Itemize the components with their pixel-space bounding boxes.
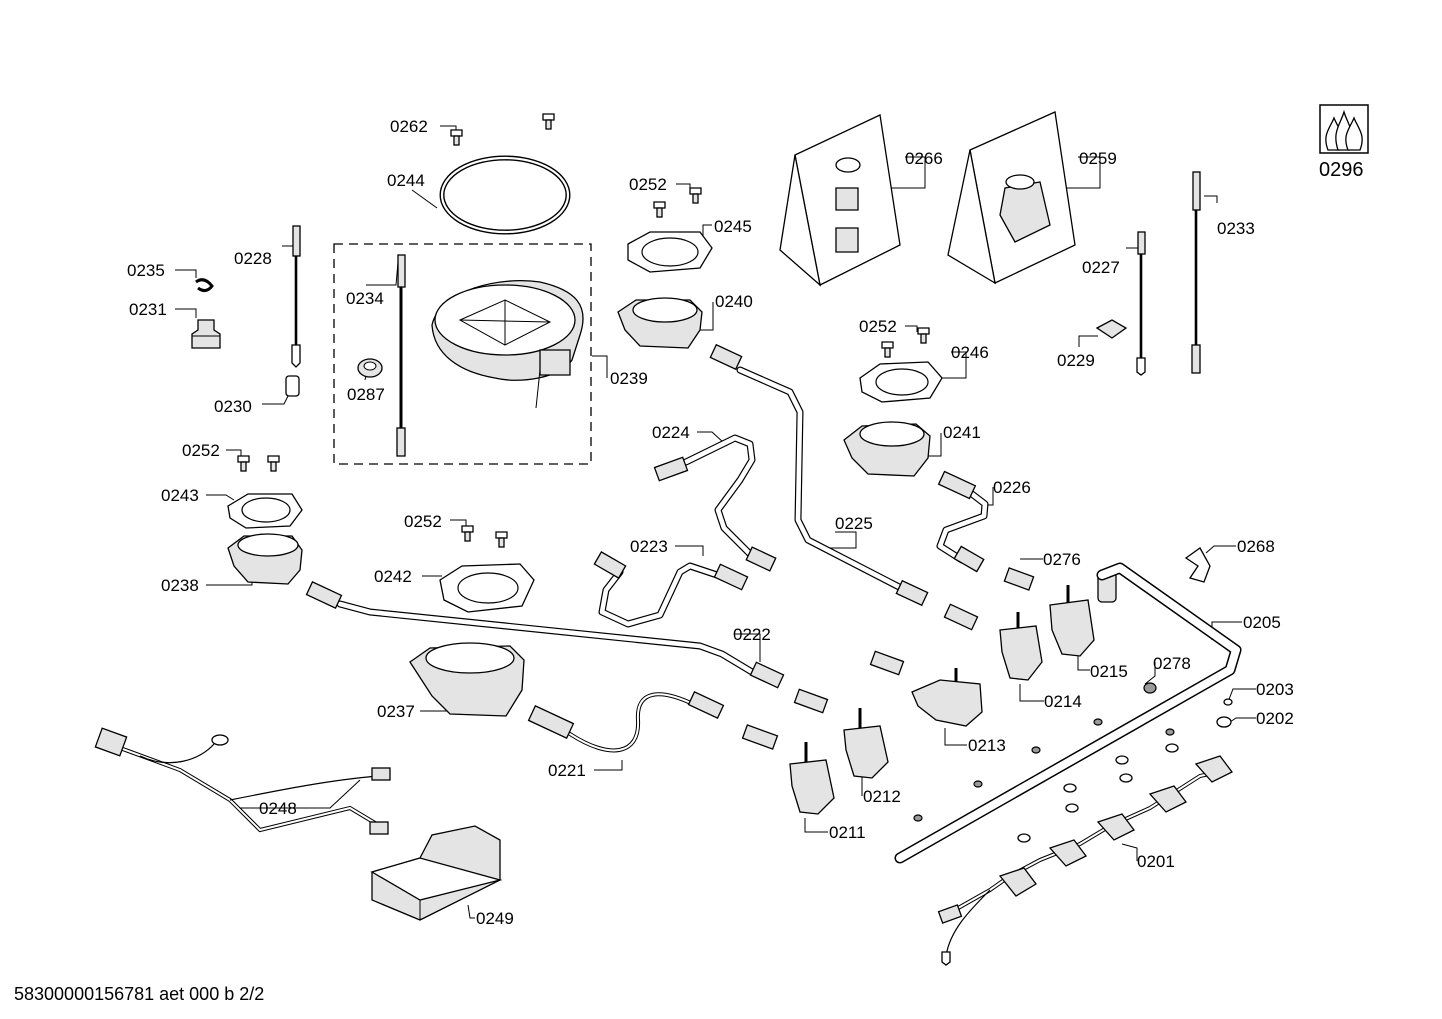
label-0241: 0241 <box>943 423 981 442</box>
label-0276: 0276 <box>1043 550 1081 569</box>
label-0252-c: 0252 <box>182 441 220 460</box>
label-0244: 0244 <box>387 171 425 190</box>
valve-0211 <box>789 742 835 815</box>
burner-assembly-box <box>333 243 592 465</box>
nut-0231 <box>191 319 221 349</box>
pipe-fittings <box>305 343 985 739</box>
thermocouple-0227 <box>1136 231 1146 376</box>
label-0259: 0259 <box>1079 149 1117 168</box>
burner-cup-0238 <box>227 533 303 585</box>
label-0231: 0231 <box>129 300 167 319</box>
ignition-harness-0201 <box>937 755 1233 966</box>
label-0227: 0227 <box>1082 258 1120 277</box>
nozzle-bag-0266 <box>779 114 901 287</box>
label-0296: 0296 <box>1319 159 1364 181</box>
screws-0252-c <box>237 455 280 472</box>
label-0252-b: 0252 <box>859 317 897 336</box>
label-0249: 0249 <box>476 909 514 928</box>
screw-0262 <box>450 113 555 146</box>
label-0245: 0245 <box>714 217 752 236</box>
label-0242: 0242 <box>374 567 412 586</box>
label-0223: 0223 <box>630 537 668 556</box>
label-0222: 0222 <box>733 625 771 644</box>
burner-cup-0241 <box>843 421 931 477</box>
valve-0212 <box>843 708 889 779</box>
label-0233: 0233 <box>1217 219 1255 238</box>
gasket-plate-0245 <box>627 231 713 273</box>
thermocouple-0234 <box>396 254 406 457</box>
label-0214: 0214 <box>1044 692 1082 711</box>
label-0211: 0211 <box>829 823 866 842</box>
label-0224: 0224 <box>652 423 690 442</box>
label-0262: 0262 <box>390 117 428 136</box>
gas-valves <box>789 585 1095 815</box>
label-0201: 0201 <box>1137 852 1175 871</box>
ignition-module-0249 <box>370 825 503 921</box>
clip-0268 <box>1184 547 1211 583</box>
label-0226: 0226 <box>993 478 1031 497</box>
gasket-plate-0243 <box>227 493 303 529</box>
label-0237: 0237 <box>377 702 415 721</box>
clip-0229 <box>1095 319 1128 339</box>
gasket-ring-0244 <box>439 155 571 235</box>
screws-0252-b <box>881 327 930 358</box>
screws-0252-d <box>461 525 508 548</box>
valve-0213 <box>911 668 983 727</box>
label-0246: 0246 <box>951 343 989 362</box>
nut-0287 <box>357 358 383 378</box>
label-0225: 0225 <box>835 514 873 533</box>
gas-tube-0221 <box>568 692 697 753</box>
gas-pipes <box>336 366 989 676</box>
valve-0214 <box>999 612 1043 681</box>
label-0252-d: 0252 <box>404 512 442 531</box>
gas-flame-symbol <box>1319 104 1369 154</box>
document-id: 58300000156781 aet 000 b 2/2 <box>14 984 265 1004</box>
label-0228: 0228 <box>234 249 272 268</box>
o-rings <box>913 682 1233 843</box>
label-0234: 0234 <box>346 289 384 308</box>
gasket-plate-0242 <box>439 563 535 613</box>
label-0235: 0235 <box>127 261 165 280</box>
label-0243: 0243 <box>161 486 199 505</box>
wok-burner-0239 <box>431 280 584 409</box>
label-0229: 0229 <box>1057 351 1095 370</box>
label-0212: 0212 <box>863 787 901 806</box>
wire-harness-0248 <box>94 727 391 835</box>
label-0238: 0238 <box>161 576 199 595</box>
label-0268: 0268 <box>1237 537 1275 556</box>
thermocouple-0228 <box>291 225 301 368</box>
label-0203: 0203 <box>1256 680 1294 699</box>
thermocouple-0233 <box>1191 171 1201 374</box>
label-0205: 0205 <box>1243 613 1281 632</box>
label-0240: 0240 <box>715 292 753 311</box>
gasket-plate-0246 <box>859 361 943 403</box>
label-0213: 0213 <box>968 736 1006 755</box>
label-0202: 0202 <box>1256 709 1294 728</box>
clip-0235 <box>195 278 214 293</box>
label-0230: 0230 <box>214 397 252 416</box>
injectors <box>741 567 1117 750</box>
label-0278: 0278 <box>1153 654 1191 673</box>
label-0239: 0239 <box>610 369 648 388</box>
label-0287: 0287 <box>347 385 385 404</box>
valve-0215 <box>1049 585 1095 657</box>
gas-rail-0205 <box>894 562 1242 864</box>
valve-bag-0259 <box>947 111 1076 285</box>
label-0252-a: 0252 <box>629 175 667 194</box>
screws-0252-a <box>653 187 702 218</box>
leader-lines <box>175 125 1256 919</box>
burner-cup-0240 <box>617 297 703 349</box>
label-0266: 0266 <box>905 149 943 168</box>
burner-cup-0237 <box>409 642 525 717</box>
label-0215: 0215 <box>1090 662 1128 681</box>
label-0248: 0248 <box>259 799 297 818</box>
label-0221: 0221 <box>548 761 586 780</box>
sleeve-0230 <box>285 375 300 397</box>
